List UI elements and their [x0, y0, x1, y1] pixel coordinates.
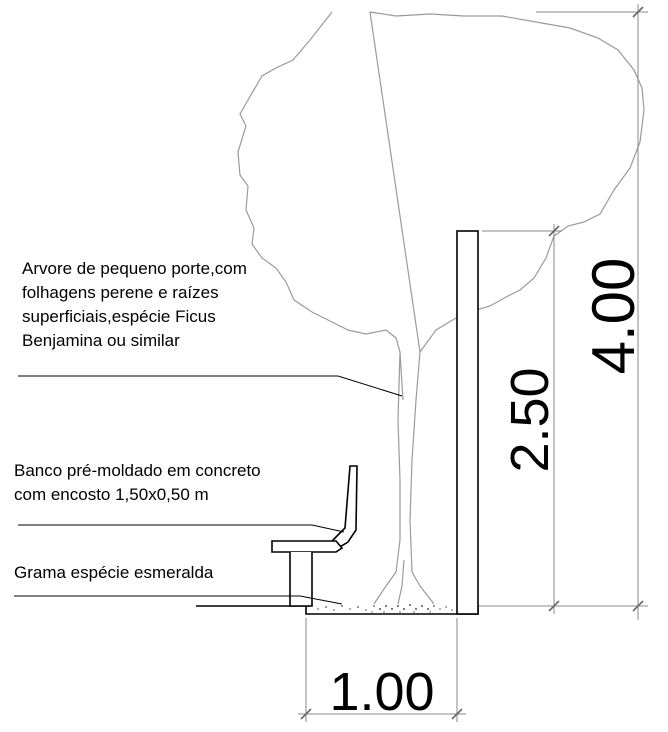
- dimension-ticks: [300, 6, 644, 720]
- tree-note-line-4: Benjamina ou similar: [22, 331, 180, 350]
- tree-trunk-right: [409, 351, 435, 605]
- soil-texture: [317, 604, 453, 613]
- ground-and-planter: [196, 605, 640, 615]
- bench-note-line-2: com encosto 1,50x0,50 m: [14, 485, 209, 504]
- bench-backrest: [331, 465, 358, 550]
- tree-note: Arvore de pequeno porte,com folhagens pe…: [22, 259, 247, 350]
- leader-lines: [14, 375, 403, 605]
- concrete-bench: [271, 465, 358, 607]
- tree-canopy-outline: [237, 11, 645, 401]
- grass-leader-line: [14, 595, 343, 605]
- tree-note-line-2: folhagens perene e raízes: [22, 283, 219, 302]
- bench-note: Banco pré-moldado em concreto com encost…: [14, 461, 261, 504]
- dimension-planter-width: 1.00: [329, 662, 434, 722]
- bench-leg: [289, 552, 313, 607]
- tree-note-line-3: superficiais,espécie Ficus: [22, 307, 216, 326]
- grass-note: Grama espécie esmeralda: [14, 563, 214, 582]
- tree-leader-line: [18, 375, 403, 397]
- tree-root-left: [397, 559, 405, 605]
- tree-trunk-left: [373, 351, 401, 605]
- bench-leader-line: [18, 524, 345, 533]
- dimension-lines: [298, 4, 648, 722]
- bench-note-line-1: Banco pré-moldado em concreto: [14, 461, 261, 480]
- dimension-total-height: 4.00: [580, 258, 647, 375]
- dimension-wall-height: 2.50: [500, 367, 560, 472]
- tree-note-line-1: Arvore de pequeno porte,com: [22, 259, 247, 278]
- bench-seat: [271, 540, 344, 553]
- wall: [456, 230, 479, 615]
